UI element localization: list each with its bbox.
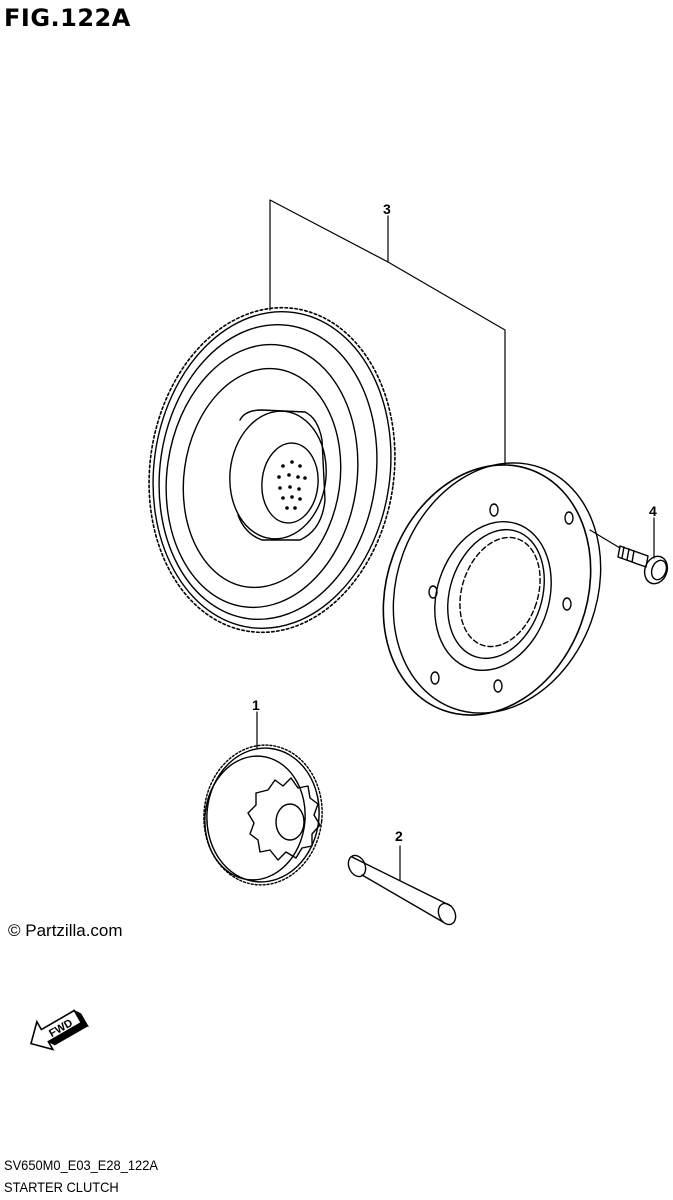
idle-gear-shaft bbox=[347, 854, 457, 926]
callout-4: 4 bbox=[649, 503, 657, 519]
clutch-bolt bbox=[617, 545, 669, 585]
starter-driven-gear bbox=[148, 306, 396, 634]
partzilla-watermark: © Partzilla.com bbox=[8, 921, 123, 940]
diagram-code: SV650M0_E03_E28_122A bbox=[4, 1157, 158, 1173]
diagram-name: STARTER CLUTCH bbox=[4, 1179, 119, 1195]
fwd-arrow-icon: FWD bbox=[30, 1009, 89, 1051]
callout-2: 2 bbox=[395, 828, 403, 844]
callout-3: 3 bbox=[383, 201, 391, 217]
callout-1: 1 bbox=[252, 697, 260, 713]
starter-idle-gear bbox=[203, 744, 323, 886]
hub-holes bbox=[277, 460, 307, 510]
bolt-holes bbox=[428, 503, 574, 693]
one-way-clutch bbox=[382, 462, 602, 716]
figure-title: FIG.122A bbox=[4, 4, 131, 32]
leader-lines bbox=[256, 199, 655, 881]
